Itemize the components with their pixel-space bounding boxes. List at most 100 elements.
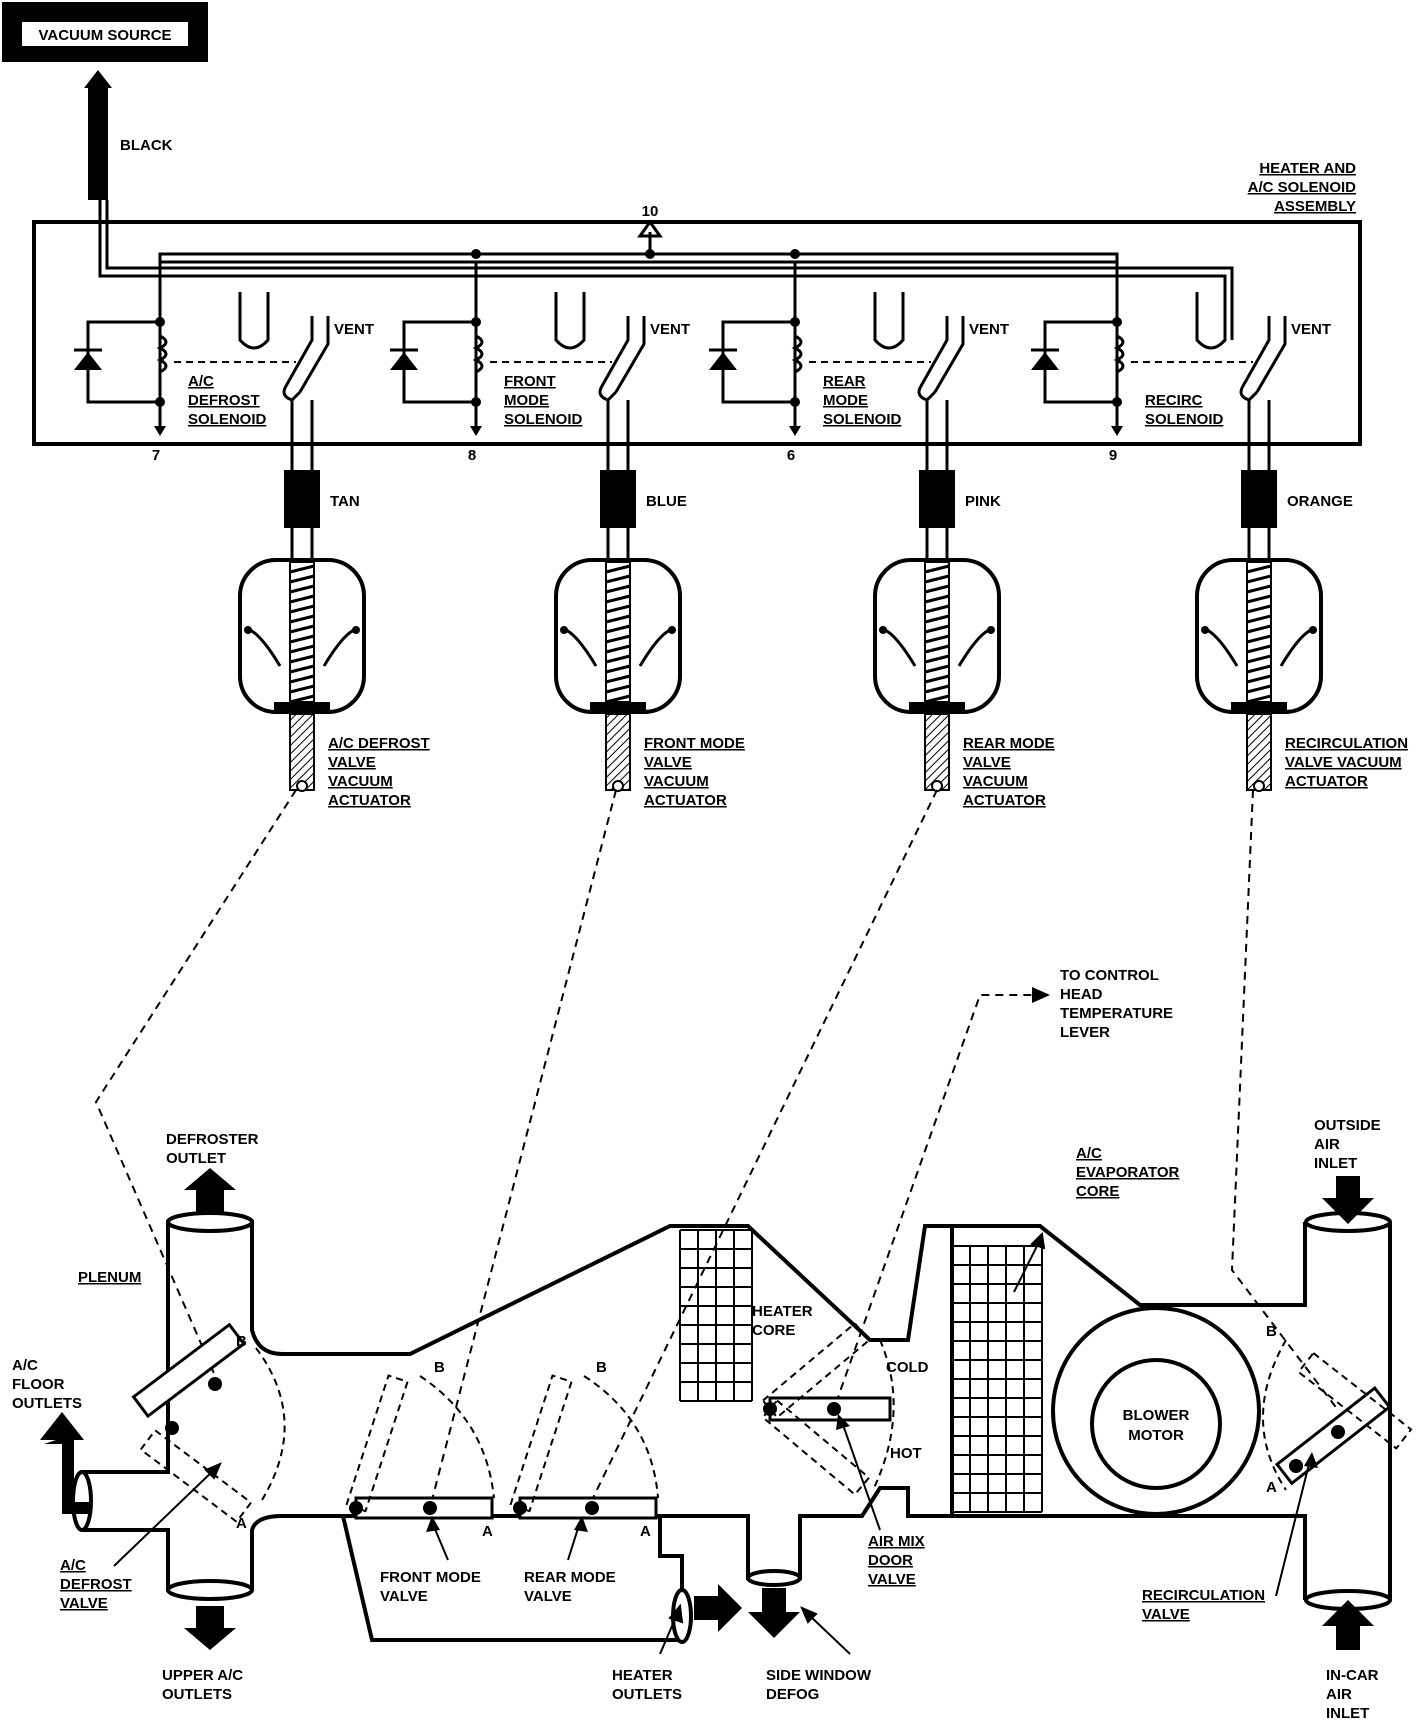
solenoid-name-line: SOLENOID <box>823 411 902 428</box>
heater-outlets-label-1: HEATER <box>612 1667 673 1684</box>
pin-label: 9 <box>1109 447 1117 464</box>
ac-defrost-valve-label-3: VALVE <box>60 1595 108 1612</box>
floor-outlets-label-2: FLOOR <box>12 1376 65 1393</box>
vent-label: VENT <box>969 321 1009 338</box>
actuator-label-line: FRONT MODE <box>644 735 745 752</box>
outside-air-label-3: INLET <box>1314 1155 1357 1172</box>
hot-label: HOT <box>890 1445 922 1462</box>
cold-label: COLD <box>886 1359 929 1376</box>
rear-mode-valve-label-1: REAR MODE <box>524 1569 616 1586</box>
assembly-label-1: HEATER AND <box>1259 160 1356 177</box>
solenoid-name-line: SOLENOID <box>1145 411 1224 428</box>
floor-outlet-arrow-icon <box>40 1412 92 1514</box>
front-mode-pos-b: B <box>434 1359 445 1376</box>
solenoid-name-line: A/C <box>188 373 214 390</box>
actuator-label-line: REAR MODE <box>963 735 1055 752</box>
upper-outlet-arrow-icon <box>184 1606 236 1650</box>
control-head-label-1: TO CONTROL <box>1060 967 1159 984</box>
solenoid-name-line: REAR <box>823 373 866 390</box>
actuator-label-line: RECIRCULATION <box>1285 735 1408 752</box>
actuator-label-line: VACUUM <box>963 773 1028 790</box>
control-head-label-4: LEVER <box>1060 1024 1110 1041</box>
pointer-lines <box>113 1231 1046 1655</box>
solenoid-name-line: FRONT <box>504 373 556 390</box>
actuator-label-line: VALVE VACUUM <box>1285 754 1402 771</box>
floor-outlets-label-1: A/C <box>12 1357 38 1374</box>
pin-label: 7 <box>152 447 160 464</box>
defroster-arrow-icon <box>184 1168 236 1212</box>
actuator-label-line: ACTUATOR <box>328 792 411 809</box>
airflow-arrows <box>40 1168 1374 1650</box>
solenoid-assembly: HEATER AND A/C SOLENOID ASSEMBLY 10 <box>32 160 1362 446</box>
recirculation-valve-label-1: RECIRCULATION <box>1142 1587 1265 1604</box>
actuator-label-line: ACTUATOR <box>963 792 1046 809</box>
upper-outlets-label-2: OUTLETS <box>162 1686 232 1703</box>
front-mode-valve-label-1: FRONT MODE <box>380 1569 481 1586</box>
vent-label: VENT <box>650 321 690 338</box>
actuator-label-line: VALVE <box>644 754 692 771</box>
air-mix-label-2: DOOR <box>868 1552 913 1569</box>
actuator-label-line: ACTUATOR <box>644 792 727 809</box>
blower-motor-label-1: BLOWER <box>1123 1407 1190 1424</box>
in-car-air-label-3: INLET <box>1326 1705 1369 1722</box>
outside-air-label-2: AIR <box>1314 1136 1340 1153</box>
recirculation-valve: B A <box>1262 1323 1413 1597</box>
heater-core-label-2: CORE <box>752 1322 795 1339</box>
hose-color-label: TAN <box>330 493 360 510</box>
ac-defrost-valve-label-2: DEFROST <box>60 1576 132 1593</box>
in-car-air-label-2: AIR <box>1326 1686 1352 1703</box>
front-mode-pos-a: A <box>482 1523 493 1540</box>
hose-color-label: ORANGE <box>1287 493 1353 510</box>
actuator-label-line: VACUUM <box>644 773 709 790</box>
assembly-label-2: A/C SOLENOID <box>1248 179 1357 196</box>
pin-label: 6 <box>787 447 795 464</box>
rear-mode-valve: B A <box>509 1359 659 1561</box>
side-window-defog-label-2: DEFOG <box>766 1686 819 1703</box>
actuator-label-line: A/C DEFROST <box>328 735 430 752</box>
blower-motor: BLOWER MOTOR <box>1051 1306 1261 1516</box>
control-head-label-2: HEAD <box>1060 986 1103 1003</box>
blower-motor-label-2: MOTOR <box>1128 1427 1184 1444</box>
vent-label: VENT <box>1291 321 1331 338</box>
outside-air-label-1: OUTSIDE <box>1314 1117 1381 1134</box>
heater-outlets-label-2: OUTLETS <box>612 1686 682 1703</box>
plenum-label: PLENUM <box>78 1269 141 1286</box>
evaporator-label-1: A/C <box>1076 1145 1102 1162</box>
ac-defrost-pos-a: A <box>236 1515 247 1532</box>
hose-color-label: PINK <box>965 493 1001 510</box>
black-hose-label: BLACK <box>120 137 173 154</box>
pin-label: 8 <box>468 447 476 464</box>
solenoid-name-line: SOLENOID <box>188 411 267 428</box>
defroster-outlet-label-2: OUTLET <box>166 1150 226 1167</box>
recirc-pos-b: B <box>1266 1323 1277 1340</box>
linkages <box>94 789 1339 1501</box>
air-mix-label-3: VALVE <box>868 1571 916 1588</box>
actuator-label-line: VALVE <box>328 754 376 771</box>
solenoid-unit-4: VENT 9 RECIRC SOLENOID <box>1031 262 1331 470</box>
front-mode-valve: B A <box>345 1359 495 1561</box>
actuator-label-line: ACTUATOR <box>1285 773 1368 790</box>
solenoid-name-line: RECIRC <box>1145 392 1203 409</box>
heater-core-grid <box>679 1229 753 1402</box>
front-mode-valve-label-2: VALVE <box>380 1588 428 1605</box>
control-head-label-3: TEMPERATURE <box>1060 1005 1173 1022</box>
vacuum-actuator-4: ORANGE RECIRCULATION VALVE VACUUM ACTUATOR <box>1195 470 1408 792</box>
solenoid-name-line: MODE <box>504 392 549 409</box>
recirculation-valve-label-2: VALVE <box>1142 1606 1190 1623</box>
port-10-label: 10 <box>642 203 659 220</box>
actuator-label-line: VALVE <box>963 754 1011 771</box>
side-window-defog-label-1: SIDE WINDOW <box>766 1667 872 1684</box>
defog-arrow-icon <box>748 1588 800 1638</box>
evaporator-label-2: EVAPORATOR <box>1076 1164 1180 1181</box>
vent-label: VENT <box>334 321 374 338</box>
assembly-label-3: ASSEMBLY <box>1274 198 1356 215</box>
air-mix-label-1: AIR MIX <box>868 1533 925 1550</box>
outside-air-arrow-icon <box>1322 1176 1374 1224</box>
vacuum-source-box: VACUUM SOURCE <box>2 2 208 62</box>
air-mix-door-valve <box>761 1322 895 1531</box>
